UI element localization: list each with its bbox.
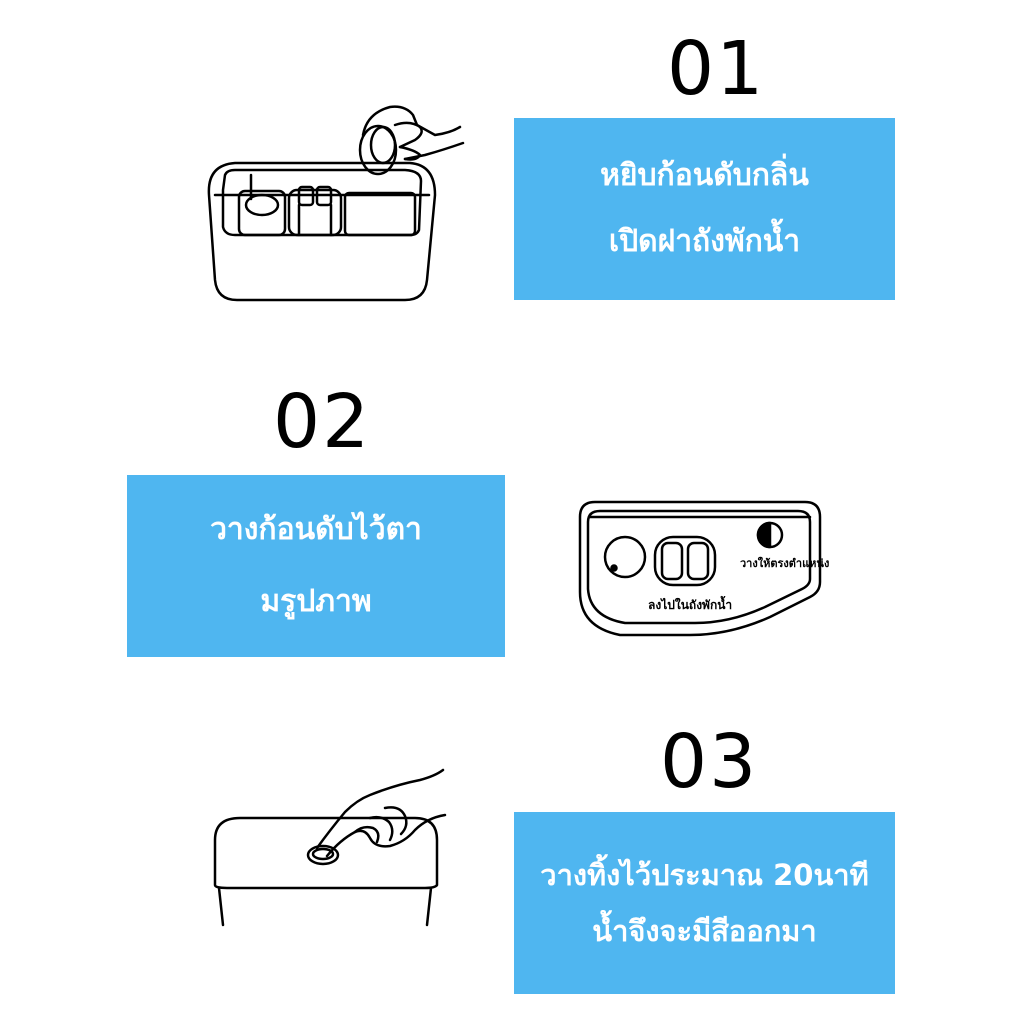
open-tank-illustration [207,105,465,302]
step-2-number: 02 [273,379,372,465]
step-1-instruction-box: หยิบก้อนดับกลิ่น เปิดฝาถังพักน้ำ [514,118,895,300]
step-3-number: 03 [660,719,759,805]
diagram-label-position: วางให้ตรงตำแหน่ง [740,556,829,570]
step-2-line-1: วางก้อนดับไว้ตา [210,512,422,547]
step-1-line-1: หยิบก้อนดับกลิ่น [600,158,809,193]
step-2-instruction-box: วางก้อนดับไว้ตา มรูปภาพ [127,475,505,657]
step-2-line-2: มรูปภาพ [260,584,372,619]
step-3-line-1: วางทิ้งไว้ประมาณ 20นาที [540,858,869,892]
press-flush-button-illustration [213,768,447,927]
diagram-label-drop: ลงไปในถังพักน้ำ [648,595,732,612]
tank-top-placement-diagram: วางให้ตรงตำแหน่ง ลงไปในถังพักน้ำ [578,500,829,637]
step-3-instruction-box: วางทิ้งไว้ประมาณ 20นาที น้ำจึงจะมีสีออกม… [514,812,895,994]
step-1-line-2: เปิดฝาถังพักน้ำ [608,224,801,259]
step-3-line-2: น้ำจึงจะมีสีออกมา [592,914,817,948]
step-1-number: 01 [667,26,766,112]
